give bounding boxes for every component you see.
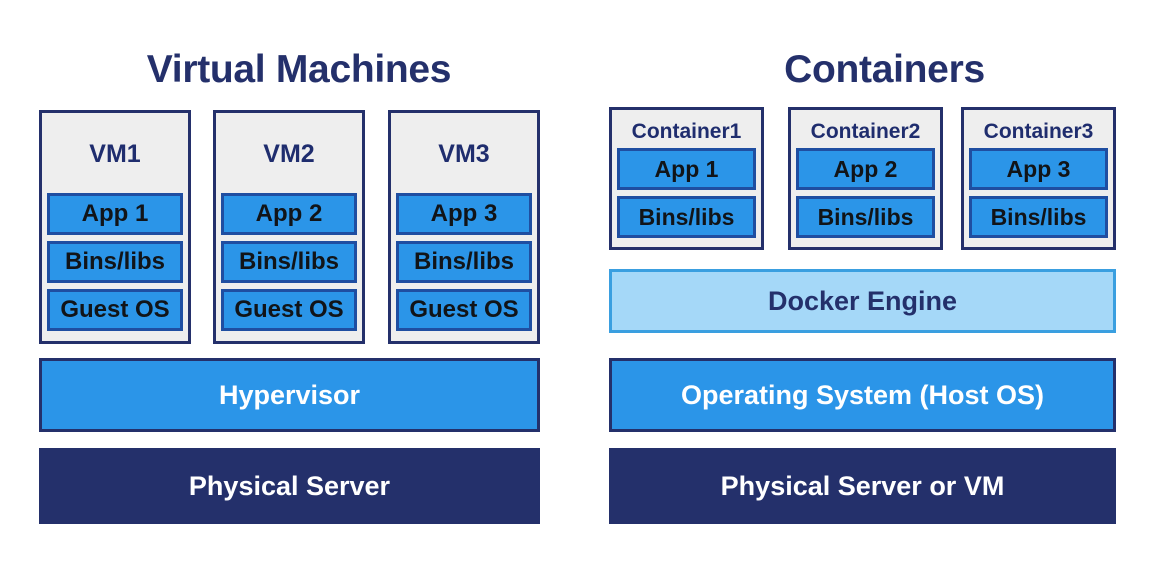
vm-unit-3-app: App 3 [396,193,532,235]
host-os-bar: Operating System (Host OS) [609,358,1116,432]
container-unit-1-label: Container1 [631,120,742,143]
vm-unit-1: VM1 App 1 Bins/libs Guest OS [39,110,191,344]
container-unit-3-binslibs: Bins/libs [969,196,1108,238]
container-unit-2-app: App 2 [796,148,935,190]
containers-title: Containers [784,48,985,92]
container-unit-3-app: App 3 [969,148,1108,190]
docker-engine-bar: Docker Engine [609,269,1116,333]
container-unit-1: Container1 App 1 Bins/libs [609,107,764,250]
container-unit-1-app: App 1 [617,148,756,190]
container-unit-2: Container2 App 2 Bins/libs [788,107,943,250]
vm-unit-2-binslibs: Bins/libs [221,241,357,283]
vm-unit-1-binslibs: Bins/libs [47,241,183,283]
container-unit-3: Container3 App 3 Bins/libs [961,107,1116,250]
physical-server-or-vm-bar: Physical Server or VM [609,448,1116,524]
vm-unit-3-binslibs: Bins/libs [396,241,532,283]
vm-unit-2: VM2 App 2 Bins/libs Guest OS [213,110,365,344]
vm-unit-2-guest-os: Guest OS [221,289,357,331]
vm-unit-3: VM3 App 3 Bins/libs Guest OS [388,110,540,344]
containers-panel: Containers Container1 App 1 Bins/libs Co… [576,0,1153,562]
vm-unit-1-guest-os: Guest OS [47,289,183,331]
vm-unit-3-guest-os: Guest OS [396,289,532,331]
physical-server-bar: Physical Server [39,448,540,524]
virtual-machines-title: Virtual Machines [146,48,452,92]
hypervisor-bar: Hypervisor [39,358,540,432]
container-unit-3-label: Container3 [983,120,1094,143]
vm-unit-2-label: VM2 [263,140,315,168]
vm-unit-1-app: App 1 [47,193,183,235]
vm-unit-3-label: VM3 [438,140,490,168]
container-unit-2-label: Container2 [810,120,921,143]
vm-unit-2-app: App 2 [221,193,357,235]
container-unit-1-binslibs: Bins/libs [617,196,756,238]
virtual-machines-panel: Virtual Machines VM1 App 1 Bins/libs Gue… [0,0,576,562]
container-unit-2-binslibs: Bins/libs [796,196,935,238]
vm-unit-1-label: VM1 [89,140,141,168]
